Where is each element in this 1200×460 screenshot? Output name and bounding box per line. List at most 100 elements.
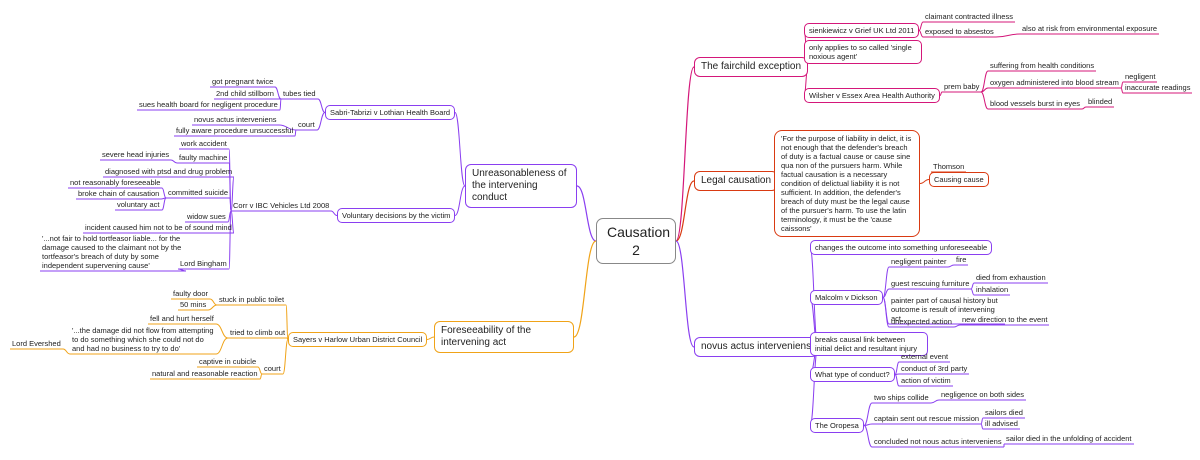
node-tubes-tied[interactable]: tubes tied [283, 89, 316, 98]
node-ships-collide[interactable]: two ships collide [874, 393, 929, 402]
node-oxygen[interactable]: oxygen administered into blood stream [990, 78, 1119, 87]
node-sayers-court[interactable]: court [264, 364, 281, 373]
node-lord-evershed[interactable]: Lord Evershed [12, 339, 61, 348]
topic-fairchild-exception[interactable]: The fairchild exception [694, 57, 809, 77]
node-ptsd[interactable]: diagnosed with ptsd and drug problem [105, 167, 233, 176]
node-voluntary-act[interactable]: voluntary act [117, 200, 160, 209]
topic-legal-causation[interactable]: Legal causation [694, 171, 779, 191]
node-legal-causation-quote[interactable]: 'For the purpose of liability in delict,… [774, 130, 920, 237]
node-captain-rescue[interactable]: captain sent out rescue mission [874, 414, 980, 423]
connector-line [274, 86, 282, 100]
connector-line [894, 374, 900, 387]
node-thomson[interactable]: Thomson [933, 162, 965, 171]
node-single-noxious-agent[interactable]: only applies to so called 'single noxiou… [804, 40, 922, 64]
connector-line [160, 197, 167, 200]
topic-unreasonableness[interactable]: Unreasonableness of the intervening cond… [465, 164, 577, 208]
topic-foreseeability[interactable]: Foreseeability of the intervening act [434, 321, 574, 353]
node-negligent[interactable]: negligent [1125, 72, 1156, 81]
connector-line [894, 373, 900, 375]
node-health-conditions[interactable]: suffering from health conditions [990, 61, 1095, 70]
node-negligent-painter[interactable]: negligent painter [891, 257, 947, 266]
node-fell-hurt[interactable]: fell and hurt herself [150, 314, 214, 323]
central-topic[interactable]: Causation 2 [596, 218, 676, 264]
connector-line [953, 324, 961, 328]
connector-line [809, 346, 819, 426]
node-new-direction[interactable]: new direction to the event [962, 315, 1048, 324]
node-changes-outcome[interactable]: changes the outcome into something unfor… [810, 240, 993, 255]
node-breaks-causal-link[interactable]: breaks causal link between initial delic… [810, 332, 928, 356]
node-exposed-asbestos[interactable]: exposed to absestos [925, 27, 994, 36]
node-guest-rescuing[interactable]: guest rescuing furniture [891, 279, 970, 288]
node-wilsher[interactable]: Wilsher v Essex Area Health Authority [804, 88, 940, 103]
connector-line [675, 240, 695, 348]
node-sayers-v-harlow[interactable]: Sayers v Harlow Urban District Council [288, 332, 428, 347]
node-corr-v-ibc[interactable]: Corr v IBC Vehicles Ltd 2008 [233, 201, 330, 210]
node-not-reasonably-foreseeable[interactable]: not reasonably foreseeable [70, 178, 161, 187]
node-sailor-died-unfolding[interactable]: sailor died in the unfolding of accident [1006, 434, 1132, 443]
node-exhaustion[interactable]: died from exhaustion [976, 273, 1046, 282]
node-50-mins[interactable]: 50 mins [180, 300, 207, 309]
connector-line [882, 266, 890, 298]
node-widow-sues[interactable]: widow sues [187, 212, 226, 221]
node-sailors-died[interactable]: sailors died [985, 408, 1023, 417]
node-claimant-illness[interactable]: claimant contracted illness [925, 12, 1013, 21]
node-work-accident[interactable]: work accident [181, 139, 227, 148]
connector-line [257, 366, 263, 375]
node-captive-in-cubicle[interactable]: captive in cubicle [199, 357, 257, 366]
node-type-of-conduct[interactable]: What type of conduct? [810, 367, 895, 382]
node-natural-reaction[interactable]: natural and reasonable reaction [152, 369, 258, 378]
node-blinded[interactable]: blinded [1088, 97, 1113, 106]
node-the-oropesa[interactable]: The Oropesa [810, 418, 864, 433]
connector-line [980, 70, 989, 93]
node-sues-health-board[interactable]: sues health board for negligent procedur… [139, 100, 278, 109]
node-bingham-quote[interactable]: '...not fair to hold tortfeasor liable..… [42, 234, 182, 270]
connector-line [930, 399, 940, 404]
topic-novus-actus[interactable]: novus actus interveniens [694, 337, 819, 357]
node-voluntary-decisions[interactable]: Voluntary decisions by the victim [337, 208, 456, 223]
node-sabri-tabrizi[interactable]: Sabri-Tabrizi v Lothian Health Board [325, 105, 456, 120]
node-causing-cause[interactable]: Causing cause [929, 172, 989, 187]
node-got-pregnant[interactable]: got pregnant twice [212, 77, 274, 86]
node-ill-advised[interactable]: ill advised [985, 419, 1018, 428]
node-third-party[interactable]: conduct of 3rd party [901, 364, 968, 373]
node-fully-aware[interactable]: fully aware procedure unsuccessful [176, 126, 294, 135]
node-head-injuries[interactable]: severe head injuries [102, 150, 170, 159]
connector-line [317, 98, 326, 113]
node-action-of-victim[interactable]: action of victim [901, 376, 951, 385]
node-sabri-novus-actus[interactable]: novus actus interveniens [194, 115, 277, 124]
connector-line [882, 288, 890, 298]
node-not-nous-actus[interactable]: concluded not nous actus interveniens [874, 437, 1002, 446]
node-stuck-public-toilet[interactable]: stuck in public toilet [219, 295, 285, 304]
node-tried-to-climb[interactable]: tried to climb out [230, 328, 286, 337]
node-negligence-both-sides[interactable]: negligence on both sides [941, 390, 1024, 399]
node-sienkiewicz[interactable]: sienkiewicz v Grief UK Ltd 2011 [804, 23, 920, 38]
connector-line [227, 210, 232, 223]
connector-line [62, 348, 71, 355]
node-faulty-door[interactable]: faulty door [173, 289, 209, 298]
node-unexpected-action[interactable]: unexpected action [891, 317, 952, 326]
node-sabri-court[interactable]: court [298, 120, 315, 129]
node-broke-chain[interactable]: broke chain of causation [78, 189, 160, 198]
node-blood-vessels[interactable]: blood vessels burst in eyes [990, 99, 1081, 108]
node-evershed-quote[interactable]: '...the damage did not flow from attempt… [72, 326, 214, 353]
node-painter-causal-history[interactable]: painter part of causal history but outco… [891, 296, 998, 323]
node-fire[interactable]: fire [956, 255, 967, 264]
node-inaccurate-readings[interactable]: inaccurate readings [1125, 83, 1191, 92]
connector-line [279, 98, 282, 111]
connector-line [995, 33, 1021, 38]
node-environmental-risk[interactable]: also at risk from environmental exposure [1022, 24, 1158, 33]
node-prem-baby[interactable]: prem baby [944, 82, 980, 91]
node-unsound-mind[interactable]: incident caused him not to be of sound m… [85, 223, 232, 232]
connector-line [675, 180, 695, 242]
node-malcolm-v-dickson[interactable]: Malcolm v Dickson [810, 290, 883, 305]
connector-line [228, 148, 232, 212]
node-child-stillborn[interactable]: 2nd child stillborn [216, 89, 274, 98]
connector-line [980, 87, 989, 93]
node-inhalation[interactable]: inhalation [976, 285, 1009, 294]
node-lord-bingham[interactable]: Lord Bingham [180, 259, 227, 268]
connector-line [454, 185, 466, 216]
node-faulty-machine[interactable]: faulty machine [179, 153, 228, 162]
node-committed-suicide[interactable]: committed suicide [168, 188, 229, 197]
node-external-event[interactable]: external event [901, 352, 949, 361]
